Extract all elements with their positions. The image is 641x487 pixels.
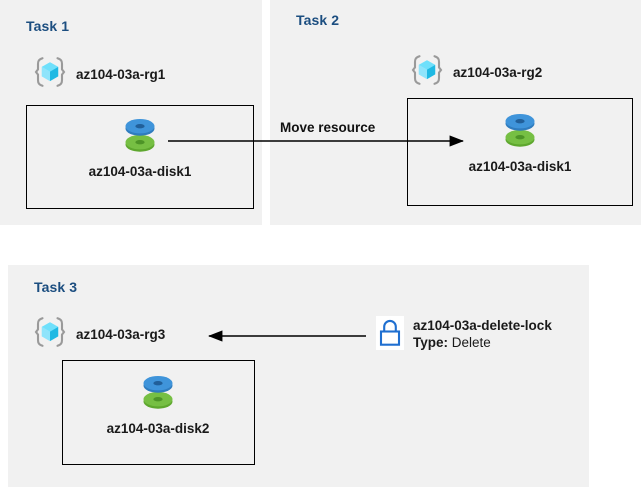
lock-applies-to-arrow [208, 330, 366, 342]
disk-node-2: az104-03a-disk1 [460, 108, 580, 174]
move-resource-label: Move resource [280, 120, 376, 135]
resource-group-3: az104-03a-rg3 [33, 315, 165, 354]
managed-disk-icon [501, 108, 539, 155]
task-panel-1 [0, 0, 262, 225]
resource-group-3-label: az104-03a-rg3 [76, 327, 166, 342]
task-2-title: Task 2 [296, 12, 340, 28]
lock-type-line: Type: Delete [413, 334, 552, 351]
task-1-title: Task 1 [26, 18, 70, 34]
resource-group-icon [33, 55, 67, 94]
disk-2-label: az104-03a-disk1 [468, 159, 572, 174]
resource-group-2-boundary [407, 98, 633, 206]
task-panel-3 [8, 265, 589, 487]
managed-disk-icon [121, 113, 159, 160]
resource-group-icon [410, 53, 444, 92]
lock-icon [376, 316, 404, 355]
disk-node-3: az104-03a-disk2 [98, 370, 218, 436]
resource-group-icon [33, 315, 67, 354]
task-panel-2 [270, 0, 641, 225]
disk-1-label: az104-03a-disk1 [88, 164, 192, 179]
resource-group-1: az104-03a-rg1 [33, 55, 165, 94]
resource-group-2-label: az104-03a-rg2 [453, 65, 543, 80]
disk-3-label: az104-03a-disk2 [106, 421, 210, 436]
lock-text-block: az104-03a-delete-lock Type: Delete [413, 316, 552, 352]
resource-group-3-boundary [62, 360, 255, 465]
task-3-title: Task 3 [34, 279, 78, 295]
resource-group-1-boundary [26, 105, 254, 209]
resource-group-1-label: az104-03a-rg1 [76, 67, 166, 82]
managed-disk-icon [139, 370, 177, 417]
lock-name-label: az104-03a-delete-lock [413, 318, 552, 333]
lock-type-value: Delete [451, 335, 491, 351]
disk-node-1: az104-03a-disk1 [80, 113, 200, 179]
lock-type-key: Type: [413, 335, 452, 351]
move-resource-arrow [168, 135, 464, 147]
delete-lock-callout: az104-03a-delete-lock Type: Delete [376, 316, 552, 355]
resource-group-2: az104-03a-rg2 [410, 53, 542, 92]
